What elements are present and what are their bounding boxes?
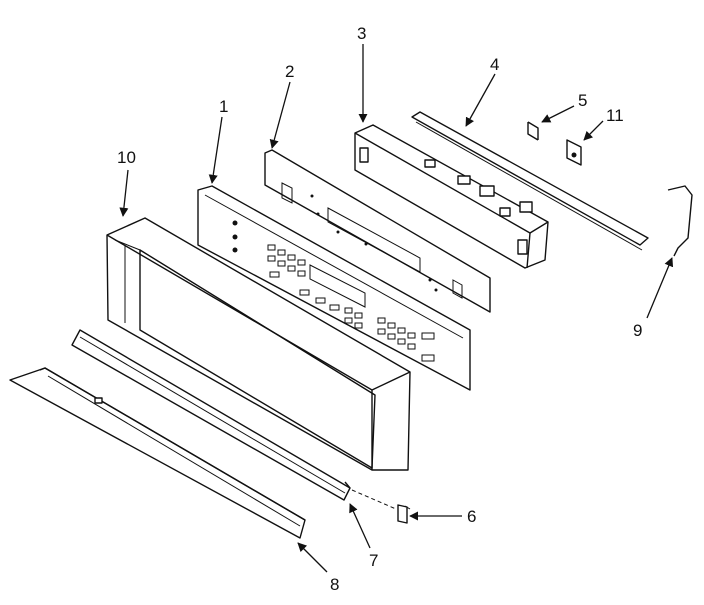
part-2-overlay xyxy=(264,149,491,313)
part-11-bracket xyxy=(566,139,582,166)
callout-6: 6 xyxy=(467,507,476,526)
part-1-control-panel xyxy=(197,185,471,391)
part-5-clip xyxy=(527,121,539,141)
part-9-bracket-arm xyxy=(667,185,693,257)
part-4-top-rail xyxy=(411,111,649,251)
part-6-clip xyxy=(397,504,411,524)
panel-keypad xyxy=(267,244,306,278)
callout-4: 4 xyxy=(490,55,499,74)
part-8-bottom-trim xyxy=(9,367,306,539)
callout-9: 9 xyxy=(633,321,642,340)
callout-5: 5 xyxy=(578,91,587,110)
callout-11: 11 xyxy=(606,106,624,125)
callout-2: 2 xyxy=(285,62,294,81)
panel-keypad-lower xyxy=(299,289,435,362)
part-10-front-frame xyxy=(106,217,411,471)
callout-1: 1 xyxy=(219,97,228,116)
callout-7: 7 xyxy=(369,551,378,570)
callout-10: 10 xyxy=(117,148,136,167)
leader-lines xyxy=(119,44,674,573)
callout-8: 8 xyxy=(330,575,339,594)
part-3-control-board xyxy=(354,124,549,269)
callout-3: 3 xyxy=(357,24,366,43)
part-7-lower-rail xyxy=(71,329,351,501)
